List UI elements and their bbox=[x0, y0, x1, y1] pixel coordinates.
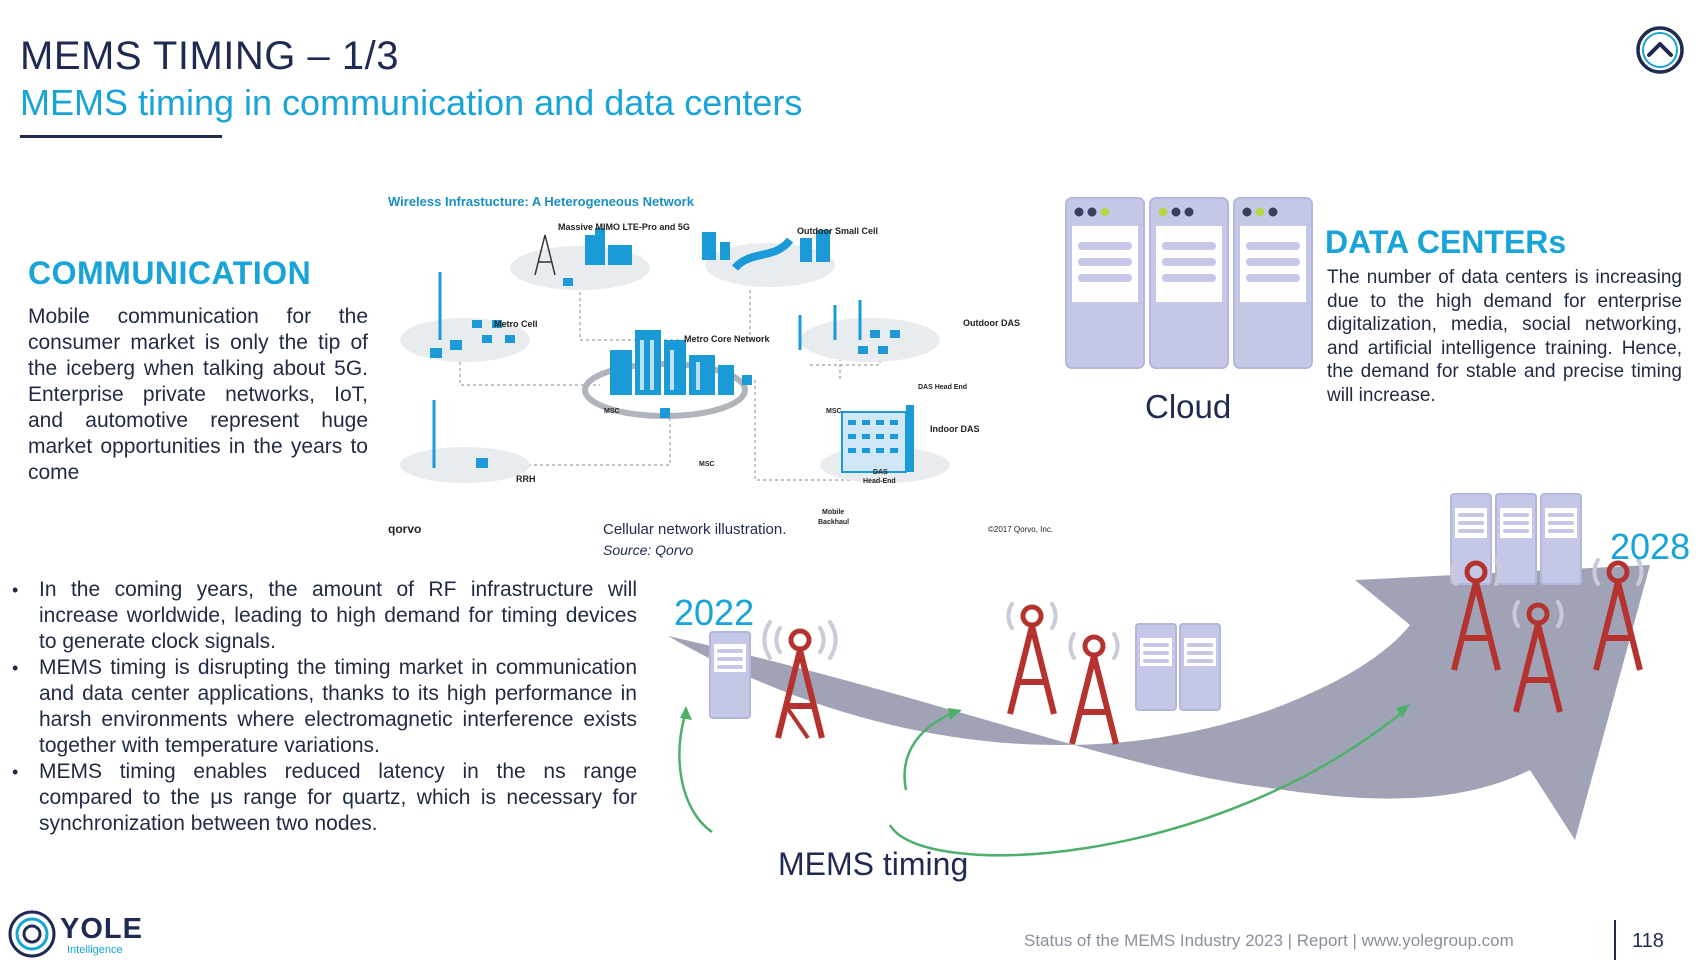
label-das-2a: DAS bbox=[873, 469, 888, 476]
slide-subtitle: MEMS timing in communication and data ce… bbox=[20, 82, 803, 123]
bullet-item: MEMS timing is disrupting the timing mar… bbox=[12, 655, 637, 759]
label-rrh: RRH bbox=[516, 474, 536, 484]
title-underline bbox=[20, 135, 222, 138]
label-das-head-end: DAS Head End bbox=[918, 384, 968, 391]
figure-brand: qorvo bbox=[388, 522, 422, 536]
label-indoor-das: Indoor DAS bbox=[930, 424, 980, 434]
label-outdoor-small-cell: Outdoor Small Cell bbox=[797, 226, 879, 236]
slide-title: MEMS TIMING – 1/3 bbox=[20, 34, 399, 78]
figure-title: Wireless Infrastucture: A Heterogeneous … bbox=[388, 194, 694, 209]
logo-subtitle: Intelligence bbox=[67, 944, 123, 956]
figure-caption: Cellular network illustration. bbox=[603, 521, 787, 538]
figure-source: Source: Qorvo bbox=[603, 542, 694, 558]
year-start-label: 2022 bbox=[674, 592, 755, 633]
label-massive-mimo: Massive MIMO LTE-Pro and 5G bbox=[558, 222, 690, 232]
footer-text: Status of the MEMS Industry 2023 | Repor… bbox=[1024, 931, 1514, 950]
bullet-item: MEMS timing enables reduced latency in t… bbox=[12, 759, 637, 837]
server-racks-icon bbox=[1065, 197, 1313, 369]
bullet-item: In the coming years, the amount of RF in… bbox=[12, 577, 637, 655]
page-number: 118 bbox=[1632, 930, 1664, 952]
logo-name: YOLE bbox=[60, 913, 143, 945]
label-metro-core: Metro Core Network bbox=[684, 334, 770, 344]
label-msc-left: MSC bbox=[604, 408, 620, 415]
footer-divider bbox=[1614, 920, 1616, 960]
bullet-list: In the coming years, the amount of RF in… bbox=[12, 577, 637, 837]
label-metro-cell: Metro Cell bbox=[494, 319, 538, 329]
year-end-label: 2028 bbox=[1610, 526, 1691, 567]
growth-arrow-illustration bbox=[668, 493, 1650, 857]
label-outdoor-das: Outdoor DAS bbox=[963, 318, 1020, 328]
communication-text: Mobile communication for the consumer ma… bbox=[28, 305, 368, 484]
label-das-2b: Head-End bbox=[863, 478, 896, 485]
label-msc-bottom: MSC bbox=[699, 461, 715, 468]
label-backhaul: Backhaul bbox=[818, 519, 850, 526]
cloud-label: Cloud bbox=[1145, 388, 1232, 425]
network-illustration bbox=[400, 228, 950, 483]
figure-copyright: ©2017 Qorvo, Inc. bbox=[988, 525, 1054, 534]
back-to-top-icon[interactable] bbox=[1634, 24, 1686, 76]
yole-logo-icon bbox=[8, 910, 56, 958]
data-centers-heading: DATA CENTERs bbox=[1325, 224, 1567, 260]
label-msc-right: MSC bbox=[826, 408, 842, 415]
mems-timing-label: MEMS timing bbox=[778, 846, 969, 882]
data-centers-text: The number of data centers is increasing… bbox=[1327, 267, 1682, 406]
label-mobile: Mobile bbox=[822, 509, 845, 516]
communication-heading: COMMUNICATION bbox=[28, 255, 312, 291]
